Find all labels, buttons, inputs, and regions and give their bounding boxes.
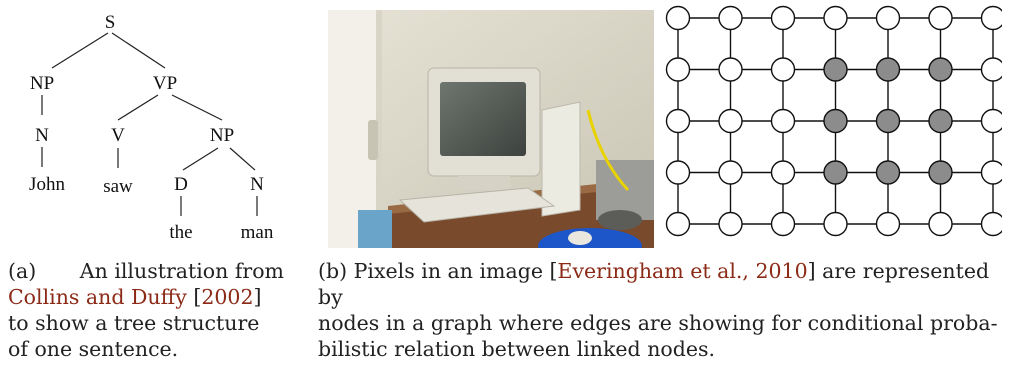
tree-leaf-the: the	[169, 222, 192, 243]
caption-a-line-4: of one sentence.	[8, 337, 179, 361]
graph-node	[718, 160, 743, 185]
tree-node-np: NP	[210, 125, 234, 146]
tree-edges	[41, 32, 258, 216]
computer-photo-illustration	[328, 10, 654, 248]
graph-node-shaded	[875, 108, 901, 134]
graph-node-shaded	[823, 57, 848, 82]
caption-a-line-3: to show a tree structure	[8, 311, 260, 335]
graph-node	[718, 211, 743, 237]
parse-tree-figure: S NP VP N V NP John saw D N the man	[29, 12, 274, 243]
graph-node	[770, 160, 796, 185]
graph-node	[980, 5, 1002, 31]
graph-node	[665, 211, 691, 237]
graph-node-shaded	[823, 160, 848, 185]
graph-node	[928, 211, 953, 237]
tree-leaf-john: John	[29, 174, 65, 195]
tree-node-vp: VP	[153, 73, 177, 94]
caption-b: (b) Pixels in an image [Everingham et al…	[318, 258, 1018, 362]
caption-b-line-1: (b) Pixels in an image [Everingham et al…	[318, 258, 1018, 310]
graph-node	[665, 160, 691, 185]
graph-node	[770, 5, 796, 31]
graph-node-shaded	[928, 108, 953, 134]
citation-year-link[interactable]: 2002	[201, 285, 254, 309]
computer-photo	[328, 10, 654, 248]
graph-node	[980, 211, 1002, 237]
graph-node-shaded	[928, 57, 953, 82]
graph-node	[980, 160, 1002, 185]
tree-node-np: NP	[30, 73, 54, 94]
tree-node-n: N	[35, 125, 49, 146]
graph-node	[718, 57, 743, 82]
tree-node-v: V	[111, 125, 125, 146]
tree-leaf-man: man	[241, 222, 274, 243]
graph-node	[665, 5, 691, 31]
graph-node	[770, 57, 796, 82]
graph-node	[823, 5, 848, 31]
graph-node	[980, 108, 1002, 134]
tree-node-s: S	[105, 12, 116, 33]
graph-node-shaded	[875, 57, 901, 82]
caption-b-line-2: nodes in a graph where edges are showing…	[318, 311, 998, 335]
pixel-grid-graph	[665, 5, 1002, 237]
graph-node	[770, 108, 796, 134]
graph-node-shaded	[875, 160, 901, 185]
graph-node	[823, 211, 848, 237]
graph-node	[665, 57, 691, 82]
citation-collins-duffy-link[interactable]: Collins and Duffy	[8, 285, 187, 309]
graph-node	[770, 211, 796, 237]
caption-a-line-1-text: An illustration from	[79, 259, 284, 283]
caption-a-label: (a)	[8, 259, 37, 283]
tree-leaf-saw: saw	[103, 176, 133, 197]
caption-a-line-1: (a) An illustration from	[8, 258, 284, 284]
tree-node-n: N	[250, 174, 264, 195]
graph-node	[928, 5, 953, 31]
caption-a: (a) An illustration from Collins and Duf…	[8, 258, 284, 362]
caption-b-text: (b) Pixels in an image [	[318, 259, 558, 283]
caption-b-line-3: bilistic relation between linked nodes.	[318, 337, 716, 361]
graph-node-shaded	[823, 108, 848, 134]
graph-node	[980, 57, 1002, 82]
caption-b-text: ] are represented by	[318, 259, 990, 309]
tree-node-d: D	[174, 174, 188, 195]
graph-node	[718, 5, 743, 31]
graph-node	[875, 5, 901, 31]
graph-node	[875, 211, 901, 237]
graph-node	[665, 108, 691, 134]
caption-a-line-2: Collins and Duffy [2002]	[8, 285, 262, 309]
citation-everingham-link[interactable]: Everingham et al., 2010	[557, 259, 808, 283]
graph-node	[718, 108, 743, 134]
graph-node-shaded	[928, 160, 953, 185]
